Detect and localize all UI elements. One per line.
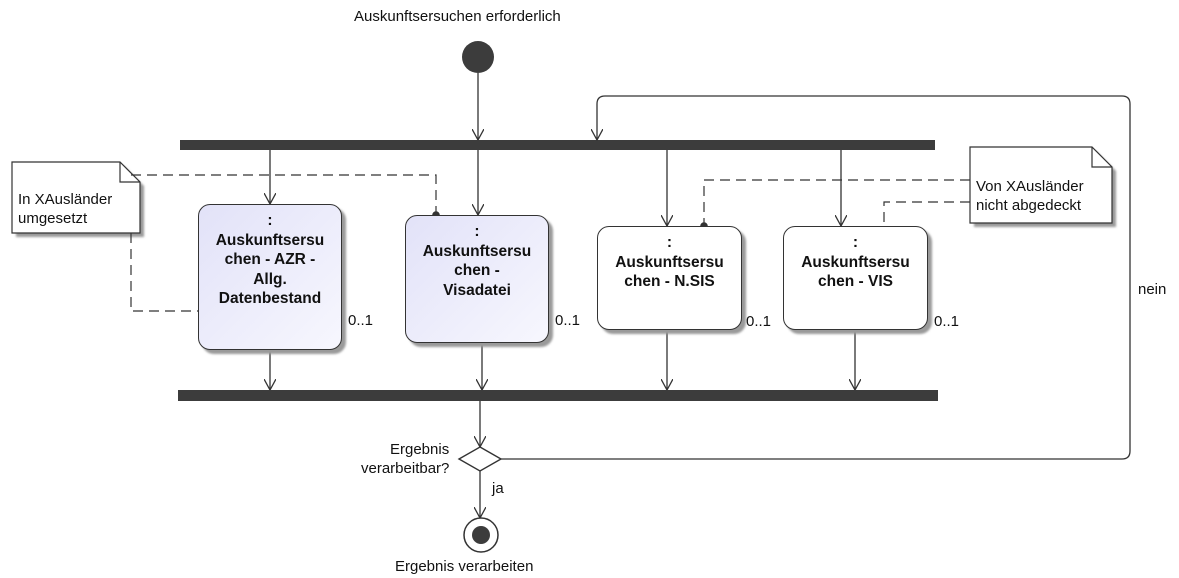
note-nicht-abgedeckt[interactable]: Von XAusländer nicht abgedeckt xyxy=(970,173,1112,219)
note-2-anchor-activity-3 xyxy=(703,179,970,226)
decision-label-2: verarbeitbar? xyxy=(361,460,450,477)
flow-decision-loop-back xyxy=(501,95,1131,460)
activity-azr[interactable]: : Auskunftsersu chen - AZR - Allg. Daten… xyxy=(198,204,342,350)
note-2-line-1: Von XAusländer xyxy=(976,178,1084,195)
activity-2-multiplicity: 0..1 xyxy=(555,312,581,329)
note-1-line-1: In XAusländer xyxy=(18,191,113,208)
activity-2-colon: : xyxy=(474,223,480,240)
activity-vis[interactable]: : Auskunftsersu chen - VIS xyxy=(783,226,928,330)
activity-4-multiplicity: 0..1 xyxy=(934,313,960,330)
note-in-xauslaender[interactable]: In XAusländer umgesetzt xyxy=(12,186,140,232)
note-2-anchor-activity-4 xyxy=(883,201,970,226)
activity-1-colon: : xyxy=(267,212,273,229)
activity-3-multiplicity: 0..1 xyxy=(746,313,772,330)
activity-4-colon: : xyxy=(852,234,859,251)
initial-node xyxy=(462,41,494,73)
activity-nsis[interactable]: : Auskunftsersu chen - N.SIS xyxy=(597,226,742,330)
activity-1-line-2: chen - AZR - xyxy=(224,251,316,268)
start-label: Auskunftsersuchen erforderlich xyxy=(354,8,561,25)
note-1-line-2: umgesetzt xyxy=(18,210,88,227)
end-label: Ergebnis verarbeiten xyxy=(395,558,534,575)
activity-1-line-4: Datenbestand xyxy=(218,290,322,307)
activity-3-line-1: Auskunftsersu xyxy=(615,253,724,271)
activity-2-line-3: Visadatei xyxy=(443,281,511,299)
final-node-inner xyxy=(472,526,490,544)
note-2-line-2: nicht abgedeckt xyxy=(976,197,1082,214)
decision-label-1: Ergebnis xyxy=(390,441,450,458)
note-2-fold xyxy=(1091,147,1112,168)
guard-no-label: nein xyxy=(1138,281,1167,298)
note-1-anchor-activity-1 xyxy=(130,233,198,312)
fork-bar xyxy=(180,140,935,150)
note-1-anchor-activity-2 xyxy=(131,174,437,215)
activity-4-line-1: Auskunftsersu xyxy=(801,253,910,271)
activity-1-line-3: Allg. xyxy=(253,270,287,288)
activity-3-colon: : xyxy=(666,234,673,251)
activity-4-line-2: chen - VIS xyxy=(818,273,893,290)
note-1-fold xyxy=(119,162,140,183)
guard-yes-label: ja xyxy=(492,480,504,497)
join-bar xyxy=(178,390,938,401)
note-2-shape xyxy=(969,146,1113,224)
activity-visadatei[interactable]: : Auskunftsersu chen - Visadatei xyxy=(405,215,549,343)
decision-node xyxy=(457,446,503,472)
note-1-shape xyxy=(11,161,141,234)
activity-1-line-1: Auskunftsersu xyxy=(215,231,325,249)
activity-2-line-2: chen - xyxy=(454,262,500,279)
activity-3-line-2: chen - N.SIS xyxy=(624,273,715,290)
activity-1-multiplicity: 0..1 xyxy=(348,312,374,329)
activity-2-line-1: Auskunftsersu xyxy=(422,242,532,260)
